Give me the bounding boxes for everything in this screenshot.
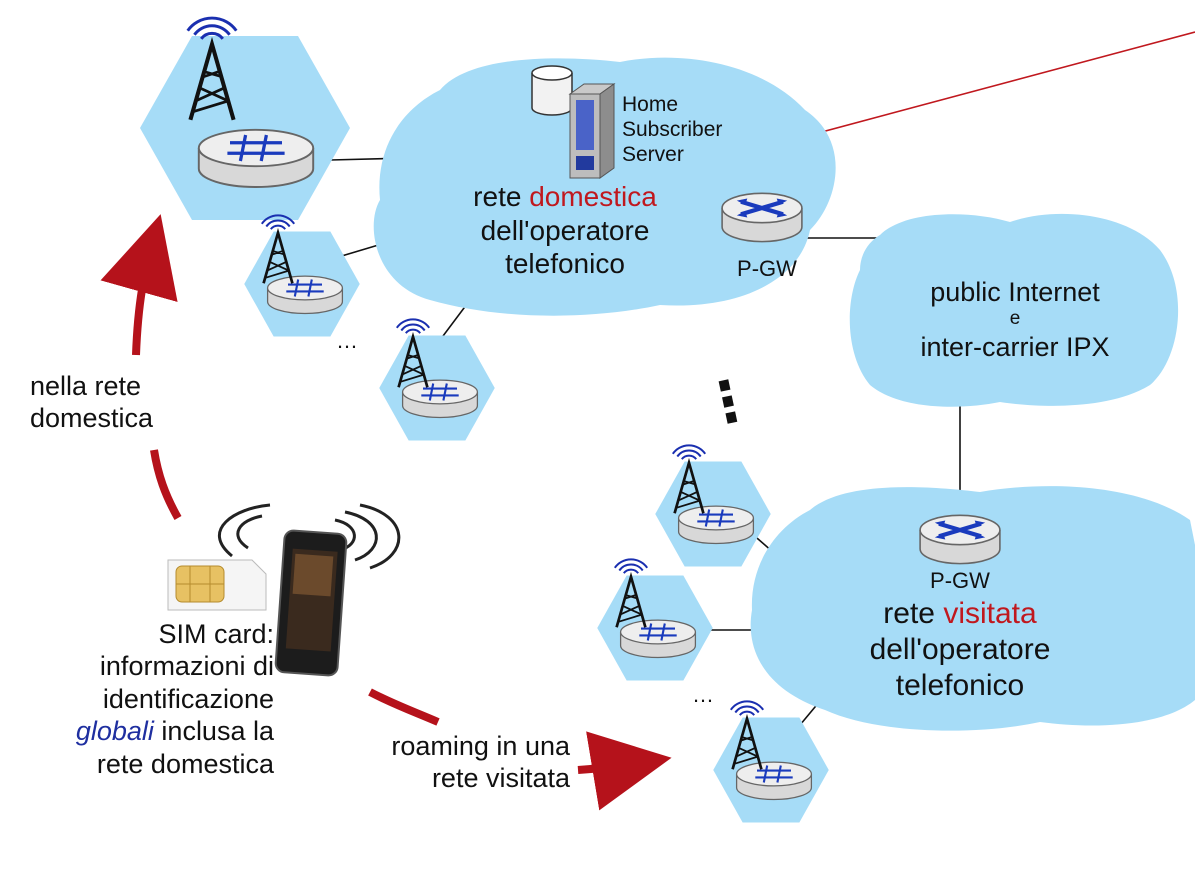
home-network-label: rete domestica dell'operatore telefonico — [473, 181, 657, 280]
cell-home-small-2 — [379, 318, 495, 441]
visited-pgw-icon — [920, 515, 1000, 563]
hss-server-icon — [531, 65, 616, 179]
sim-card-label: SIM card: informazioni di identificazion… — [75, 619, 274, 779]
internet-label: public Internet e inter-carrier IPX — [920, 277, 1110, 363]
internet-cloud — [849, 213, 1179, 407]
cell-visited-1 — [655, 444, 771, 567]
home-pgw-icon — [722, 193, 802, 241]
arrow-roaming — [368, 688, 672, 811]
sim-card-icon — [167, 559, 267, 611]
visited-highlight: visitata — [943, 597, 1037, 630]
cell-home-small-1 — [244, 214, 360, 337]
sim-emph: globali — [75, 716, 154, 747]
home-highlight: domestica — [529, 181, 657, 212]
cell-visited-2 — [597, 558, 713, 681]
mobile-phone-icon — [274, 529, 348, 677]
home-network-cloud — [373, 57, 836, 316]
ellipsis-visited: … — [692, 682, 714, 707]
visited-network-cloud — [750, 486, 1195, 731]
cell-visited-3 — [713, 700, 829, 823]
visited-pgw-label: P-GW — [930, 568, 990, 593]
visited-network-label: rete visitata dell'operatore telefonico — [869, 597, 1051, 702]
arrow-to-home — [100, 214, 182, 520]
home-pgw-label: P-GW — [737, 256, 797, 281]
ellipsis-home: … — [336, 328, 358, 353]
cell-home-large — [140, 18, 350, 220]
